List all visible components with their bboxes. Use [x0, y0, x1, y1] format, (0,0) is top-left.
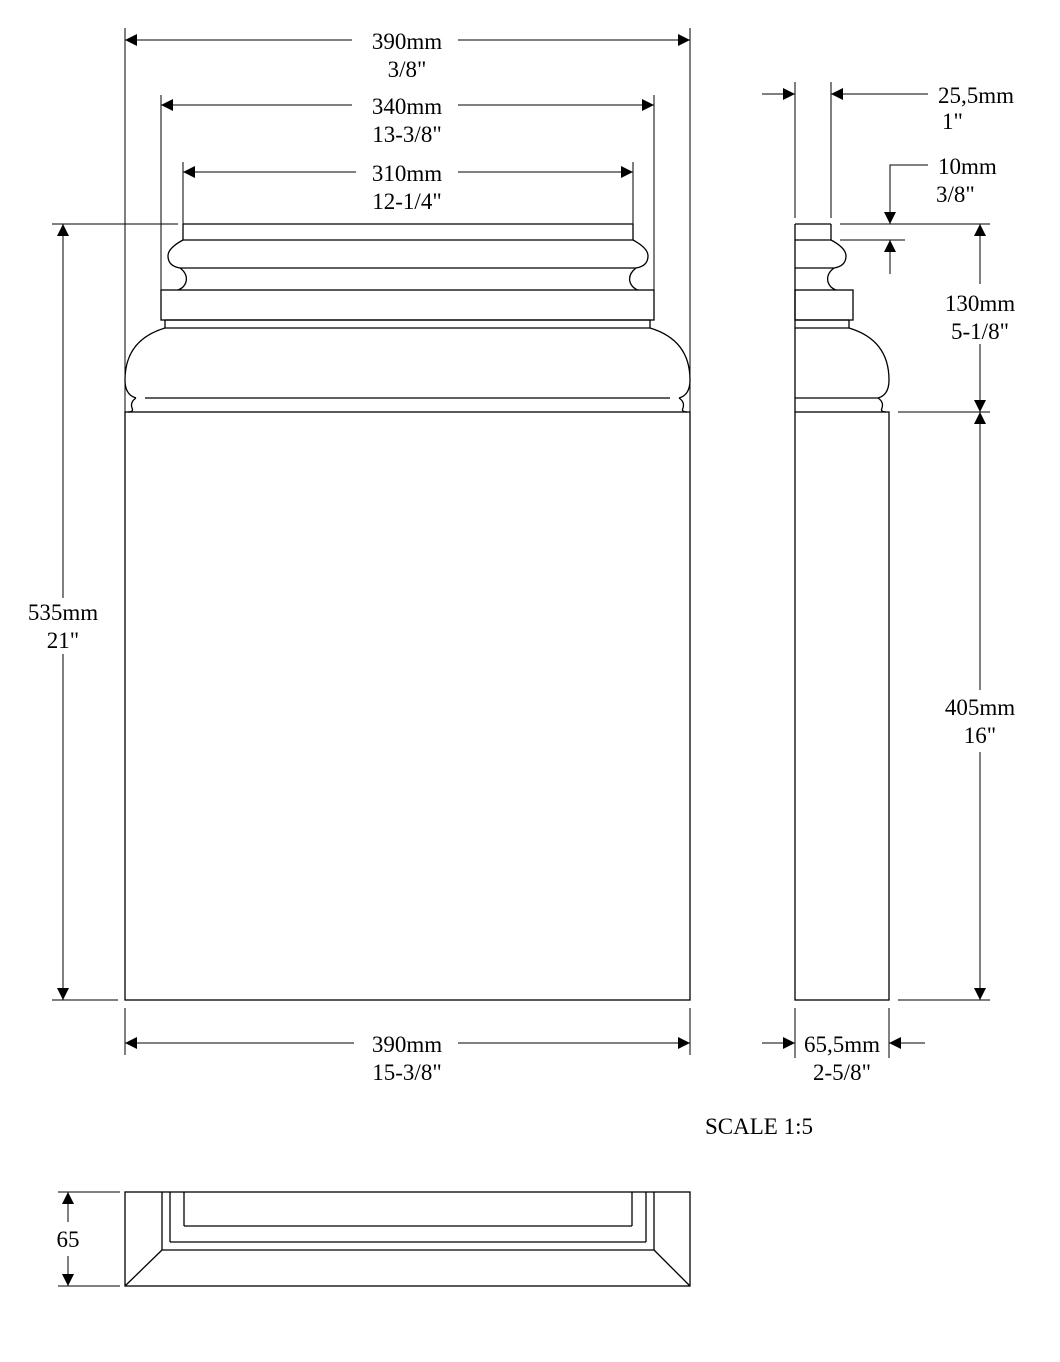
plan-height: 65: [57, 1227, 80, 1252]
mid-width-mm: 340mm: [372, 94, 442, 119]
side-shaft: [794, 411, 890, 1001]
plan-outline: [124, 1191, 691, 1287]
top-offset-in: 1": [942, 109, 963, 134]
bottom-width-mm: 390mm: [372, 1032, 442, 1057]
front-shaft-panel: [124, 411, 691, 1001]
total-height-in: 21": [47, 628, 79, 653]
total-height-mm: 535mm: [28, 600, 98, 625]
top-width-in: 3/8": [388, 57, 427, 82]
depth-in: 2-5/8": [813, 1060, 871, 1085]
bottom-width-in: 15-3/8": [372, 1060, 441, 1085]
shaft-height-mm: 405mm: [945, 695, 1015, 720]
top-offset-mm: 25,5mm: [938, 83, 1014, 108]
depth-mm: 65,5mm: [804, 1032, 880, 1057]
capital-height-in: 5-1/8": [951, 319, 1009, 344]
lip-height-in: 3/8": [936, 182, 975, 207]
inner-width-mm: 310mm: [372, 161, 442, 186]
top-width-mm: 390mm: [372, 29, 442, 54]
inner-width-in: 12-1/4": [372, 189, 441, 214]
mid-width-in: 13-3/8": [372, 122, 441, 147]
front-capital-profile: [124, 223, 691, 413]
front-view: 390mm 3/8" 340mm 13-3/8" 310mm 12-1/4" 5…: [28, 28, 691, 1085]
lip-height-mm: 10mm: [938, 154, 997, 179]
shaft-height-in: 16": [964, 723, 996, 748]
plan-view: 65: [57, 1191, 691, 1287]
scale-label: SCALE 1:5: [705, 1114, 813, 1139]
capital-height-mm: 130mm: [945, 291, 1015, 316]
side-view: 25,5mm 1" 10mm 3/8" 130mm 5-1/8" 405mm 1…: [762, 82, 1015, 1085]
side-capital-profile: [794, 223, 890, 413]
